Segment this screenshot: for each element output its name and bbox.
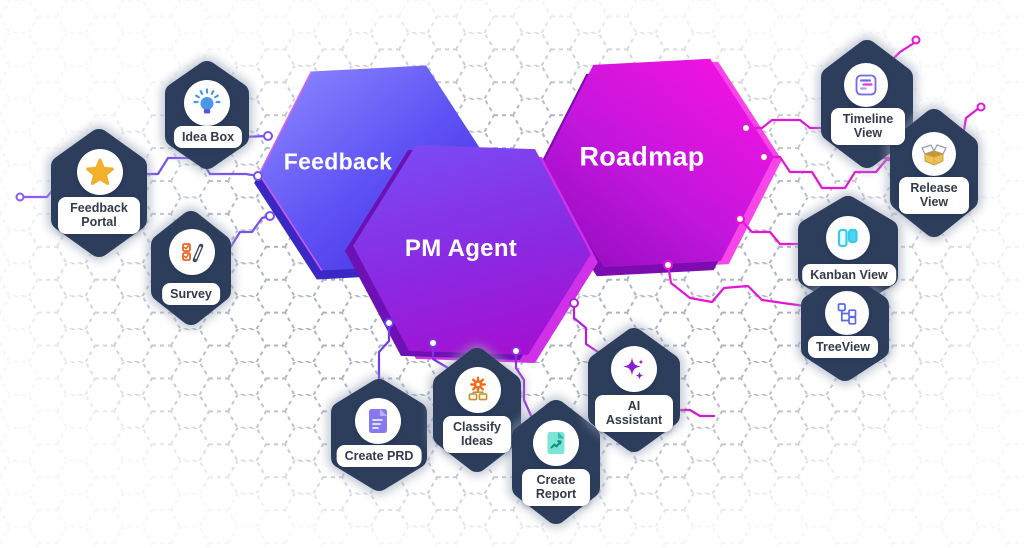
node-label-release-view: Release View bbox=[899, 177, 969, 214]
node-label-feedback-portal: Feedback Portal bbox=[58, 197, 140, 234]
node-label-kanban-view: Kanban View bbox=[802, 264, 896, 287]
tree-structure-icon bbox=[837, 303, 857, 325]
node-label-idea-box: Idea Box bbox=[173, 126, 243, 149]
star-icon bbox=[86, 158, 114, 185]
node-label-survey: Survey bbox=[162, 283, 220, 306]
report-document-icon bbox=[547, 432, 565, 454]
gear-classify-icon bbox=[468, 376, 488, 401]
node-label-create-report: Create Report bbox=[522, 469, 590, 506]
node-label-tree-view: TreeView bbox=[808, 336, 878, 359]
connector-junction-dots bbox=[15, 35, 986, 356]
lightbulb-icon bbox=[193, 88, 221, 114]
node-label-classify-ideas: Classify Ideas bbox=[443, 416, 511, 453]
open-box-icon bbox=[921, 144, 947, 166]
document-icon bbox=[369, 409, 387, 433]
kanban-board-icon bbox=[837, 228, 858, 248]
hexagon-label-pm-agent: PM Agent bbox=[404, 235, 518, 262]
hexagon-label-feedback: Feedback bbox=[283, 148, 393, 175]
node-label-create-prd: Create PRD bbox=[336, 445, 422, 468]
sparkles-icon bbox=[623, 357, 644, 380]
hexagon-label-roadmap: Roadmap bbox=[579, 141, 705, 172]
checklist-pencil-icon bbox=[182, 243, 204, 263]
pm-agent-hexagon bbox=[345, 144, 598, 364]
node-classify-ideas bbox=[429, 344, 525, 476]
roadmap-hexagon bbox=[533, 58, 782, 277]
timeline-card-icon bbox=[855, 74, 877, 96]
node-label-timeline-view: Timeline View bbox=[831, 108, 905, 145]
node-label-ai-assistant: AI Assistant bbox=[595, 395, 673, 432]
